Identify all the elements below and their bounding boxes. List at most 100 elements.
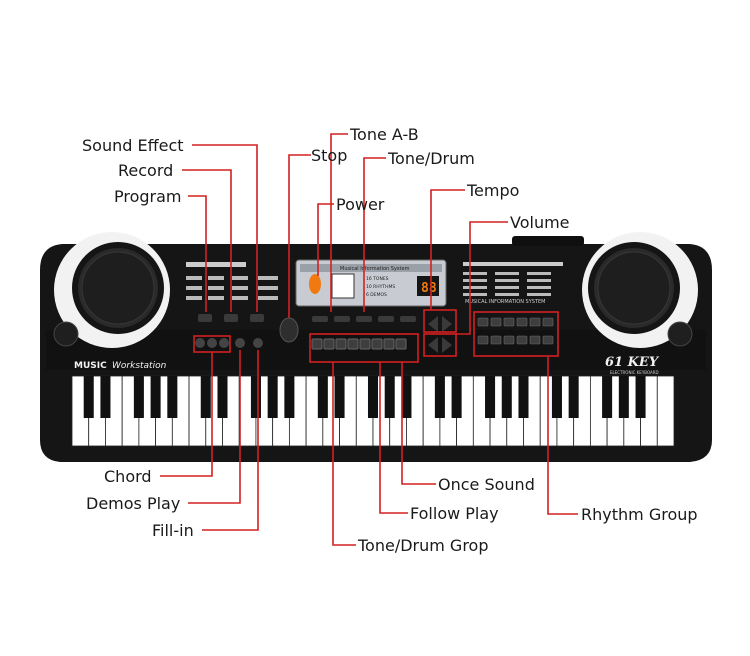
black-key[interactable] xyxy=(167,376,178,418)
rhythm-button[interactable] xyxy=(503,317,515,327)
demos-play-button[interactable] xyxy=(235,338,245,348)
leader-fill-in xyxy=(202,350,259,531)
leader-rhythm-group-box xyxy=(473,311,559,357)
tempo-volume-controls[interactable] xyxy=(428,316,452,353)
leader-power xyxy=(317,203,334,276)
fill-in-button[interactable] xyxy=(253,338,263,348)
black-key[interactable] xyxy=(150,376,161,418)
display-item-2: 10 RHYTHMS xyxy=(366,284,395,290)
black-key[interactable] xyxy=(83,376,94,418)
black-key[interactable] xyxy=(635,376,646,418)
tone-drum-key-7[interactable] xyxy=(383,338,395,350)
rhythm-button[interactable] xyxy=(516,317,528,327)
right-panel-title: MUSICAL INFORMATION SYSTEM xyxy=(465,299,545,305)
black-key[interactable] xyxy=(367,376,379,418)
tone-drum-key-5[interactable] xyxy=(359,338,371,350)
black-key[interactable] xyxy=(133,376,144,418)
right-panel-markings xyxy=(463,262,563,296)
leader-follow-play xyxy=(379,362,408,514)
black-key[interactable] xyxy=(602,376,613,418)
leader-tone-drum-group-box xyxy=(309,333,419,363)
chord-button-2[interactable] xyxy=(207,338,217,348)
tone-a-b-button[interactable] xyxy=(356,316,372,322)
left-speaker xyxy=(53,232,170,348)
black-key[interactable] xyxy=(100,376,111,418)
black-key[interactable] xyxy=(384,376,395,418)
black-key[interactable] xyxy=(250,376,261,418)
rhythm-button[interactable] xyxy=(529,335,541,345)
label-chord: Chord xyxy=(104,467,152,486)
tempo-up-button[interactable] xyxy=(442,316,452,332)
tone-drum-key-3[interactable] xyxy=(335,338,347,350)
white-key[interactable] xyxy=(656,375,675,447)
tone-drum-key-6[interactable] xyxy=(371,338,383,350)
black-key[interactable] xyxy=(551,376,562,418)
tone-button-2[interactable] xyxy=(334,316,350,322)
record-button[interactable] xyxy=(224,314,238,322)
tempo-down-button[interactable] xyxy=(428,316,438,332)
tone-drum-key-4[interactable] xyxy=(347,338,359,350)
label-tempo: Tempo xyxy=(466,181,519,200)
leader-demos-play xyxy=(188,350,241,504)
black-key[interactable] xyxy=(317,376,328,418)
tone-buttons[interactable] xyxy=(312,316,416,322)
leader-chord xyxy=(160,352,213,477)
brand-label: MUSIC xyxy=(74,361,107,371)
black-key[interactable] xyxy=(501,376,512,418)
right-speaker xyxy=(582,232,698,348)
label-tone-drum: Tone/Drum xyxy=(387,149,475,168)
chord-button-3[interactable] xyxy=(219,338,229,348)
label-fill-in: Fill-in xyxy=(152,521,194,540)
rhythm-button[interactable] xyxy=(503,335,515,345)
rhythm-button[interactable] xyxy=(490,317,502,327)
label-program: Program xyxy=(114,187,182,206)
label-follow-play: Follow Play xyxy=(410,504,499,523)
rhythm-button[interactable] xyxy=(516,335,528,345)
rhythm-button[interactable] xyxy=(477,317,489,327)
rhythm-button[interactable] xyxy=(529,317,541,327)
label-stop: Stop xyxy=(311,146,347,165)
stop-knob[interactable] xyxy=(279,317,299,343)
black-key[interactable] xyxy=(401,376,412,418)
sound-effect-button[interactable] xyxy=(250,314,264,322)
tone-drum-group[interactable] xyxy=(311,338,407,350)
chord-button-1[interactable] xyxy=(195,338,205,348)
volume-up-button[interactable] xyxy=(442,337,452,353)
rhythm-button[interactable] xyxy=(542,317,554,327)
once-sound-switch[interactable] xyxy=(400,316,416,322)
black-key[interactable] xyxy=(200,376,211,418)
black-key[interactable] xyxy=(451,376,462,418)
black-key[interactable] xyxy=(518,376,529,418)
label-demos-play: Demos Play xyxy=(86,494,180,513)
black-key[interactable] xyxy=(618,376,629,418)
leader-record xyxy=(182,169,232,312)
black-key[interactable] xyxy=(217,376,228,418)
model-sub-label: ELECTRONIC KEYBOARD xyxy=(610,370,659,375)
black-key[interactable] xyxy=(284,376,295,418)
black-key[interactable] xyxy=(568,376,579,418)
brand-sub-label: Workstation xyxy=(112,361,167,371)
follow-play-switch[interactable] xyxy=(378,316,394,322)
rhythm-button[interactable] xyxy=(542,335,554,345)
black-keys[interactable] xyxy=(83,376,646,418)
tone-drum-key-1[interactable] xyxy=(311,338,323,350)
label-once-sound: Once Sound xyxy=(438,475,535,494)
program-record-effect-buttons[interactable] xyxy=(198,314,264,322)
display-item-3: 6 DEMOS xyxy=(366,292,387,298)
tone-drum-key-2[interactable] xyxy=(323,338,335,350)
black-key[interactable] xyxy=(267,376,278,418)
tone-drum-key-8[interactable] xyxy=(395,338,407,350)
volume-down-button[interactable] xyxy=(428,337,438,353)
rhythm-button[interactable] xyxy=(477,335,489,345)
leader-volume xyxy=(456,221,508,335)
black-key[interactable] xyxy=(434,376,445,418)
rhythm-button[interactable] xyxy=(490,335,502,345)
black-key[interactable] xyxy=(334,376,345,418)
black-key[interactable] xyxy=(485,376,496,418)
chord-demo-fillin-buttons[interactable] xyxy=(195,338,263,348)
leader-tone-a-b xyxy=(330,133,348,312)
rhythm-group-buttons[interactable] xyxy=(477,317,554,345)
tone-button-1[interactable] xyxy=(312,316,328,322)
leader-lines xyxy=(160,133,578,546)
program-button[interactable] xyxy=(198,314,212,322)
